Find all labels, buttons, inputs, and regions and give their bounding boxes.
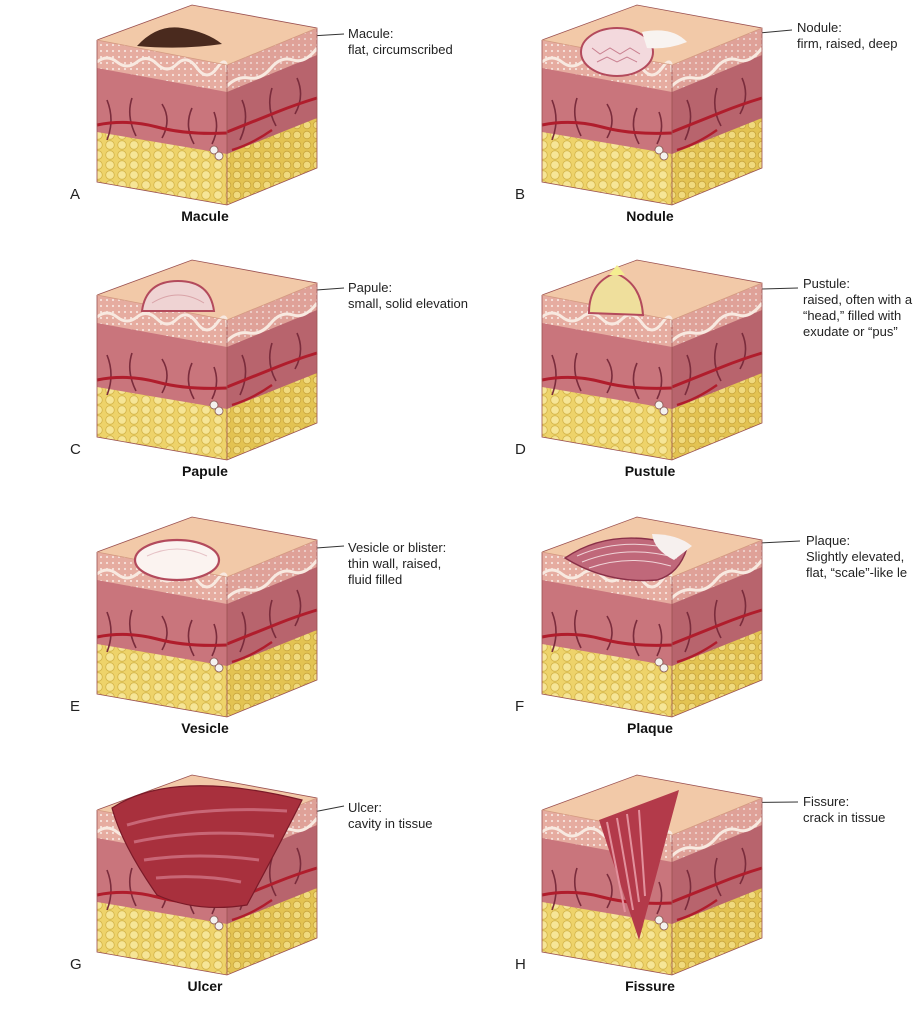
callout-fissure: Fissure: crack in tissue <box>803 794 885 826</box>
callout-vesicle-title: Vesicle or blister: <box>348 540 447 555</box>
callout-plaque-title: Plaque: <box>806 533 851 548</box>
panel-letter-d: D <box>515 441 526 458</box>
caption-pustule: Pustule <box>624 463 676 479</box>
panel-vesicle: E Vesicle <box>70 512 510 762</box>
callout-papule: Papule: small, solid elevation <box>348 280 468 312</box>
callout-macule: Macule: flat, circumscribed <box>348 26 453 58</box>
caption-nodule: Nodule <box>626 208 674 224</box>
callout-ulcer-desc: cavity in tissue <box>348 816 433 831</box>
panel-letter-e: E <box>70 698 81 715</box>
plaque-lesion <box>563 537 688 582</box>
macule-skin-diagram <box>95 3 319 207</box>
caption-fissure: Fissure <box>625 978 675 994</box>
callout-vesicle-line1: thin wall, raised, <box>348 556 442 571</box>
callout-fissure-desc: crack in tissue <box>803 810 886 825</box>
panel-fissure: H Fissure <box>515 770 921 1020</box>
panel-letter-h: H <box>515 956 526 973</box>
caption-macule: Macule <box>181 208 229 224</box>
caption-ulcer: Ulcer <box>187 978 223 994</box>
callout-plaque-line1: Slightly elevated, <box>806 549 905 564</box>
caption-plaque: Plaque <box>627 720 673 736</box>
panel-letter-g: G <box>70 956 82 973</box>
callout-vesicle: Vesicle or blister: thin wall, raised, f… <box>348 540 446 588</box>
callout-pustule-title: Pustule: <box>803 276 850 291</box>
pustule-skin-diagram <box>540 258 764 462</box>
callout-plaque-line2: flat, “scale”-like le <box>806 565 908 580</box>
panel-macule: A Macule <box>70 0 510 250</box>
callout-ulcer: Ulcer: cavity in tissue <box>348 800 433 832</box>
ulcer-skin-diagram <box>95 773 319 977</box>
callout-papule-desc: small, solid elevation <box>348 296 468 311</box>
panel-pustule: D Pustule <box>515 255 921 505</box>
panel-letter-c: C <box>70 441 81 458</box>
panel-letter-b: B <box>515 186 526 203</box>
papule-lesion <box>140 279 216 312</box>
callout-nodule-title: Nodule: <box>797 20 842 35</box>
panel-papule: C Papule <box>70 255 510 505</box>
papule-skin-diagram <box>95 258 319 462</box>
callout-pustule: Pustule: raised, often with a “head,” fi… <box>803 276 912 340</box>
callout-vesicle-line2: fluid filled <box>348 572 403 587</box>
vesicle-lesion <box>133 538 221 582</box>
vesicle-skin-diagram <box>95 515 319 719</box>
callout-macule-desc: flat, circumscribed <box>348 42 453 57</box>
callout-nodule: Nodule: firm, raised, deep <box>797 20 897 52</box>
callout-nodule-desc: firm, raised, deep <box>797 36 898 51</box>
callout-papule-title: Papule: <box>348 280 393 295</box>
plaque-skin-diagram <box>540 515 764 719</box>
callout-ulcer-title: Ulcer: <box>348 800 382 815</box>
callout-fissure-title: Fissure: <box>803 794 850 809</box>
callout-pustule-line1: raised, often with a <box>803 292 913 307</box>
panel-letter-a: A <box>70 186 81 203</box>
callout-pustule-line2: “head,” filled with <box>803 308 902 323</box>
panel-nodule: B Nodule <box>515 0 921 250</box>
macule-lesion <box>137 27 222 48</box>
caption-papule: Papule <box>182 463 228 479</box>
panel-letter-f: F <box>515 698 525 715</box>
callout-plaque: Plaque: Slightly elevated, flat, “scale”… <box>806 533 907 581</box>
callout-macule-title: Macule: <box>348 26 394 41</box>
panel-plaque: F Plaque <box>515 512 921 762</box>
nodule-skin-diagram <box>540 3 764 207</box>
panel-ulcer: G Ulcer <box>70 770 510 1020</box>
fissure-skin-diagram <box>540 773 764 977</box>
callout-pustule-line3: exudate or “pus” <box>803 324 898 339</box>
caption-vesicle: Vesicle <box>181 720 229 736</box>
